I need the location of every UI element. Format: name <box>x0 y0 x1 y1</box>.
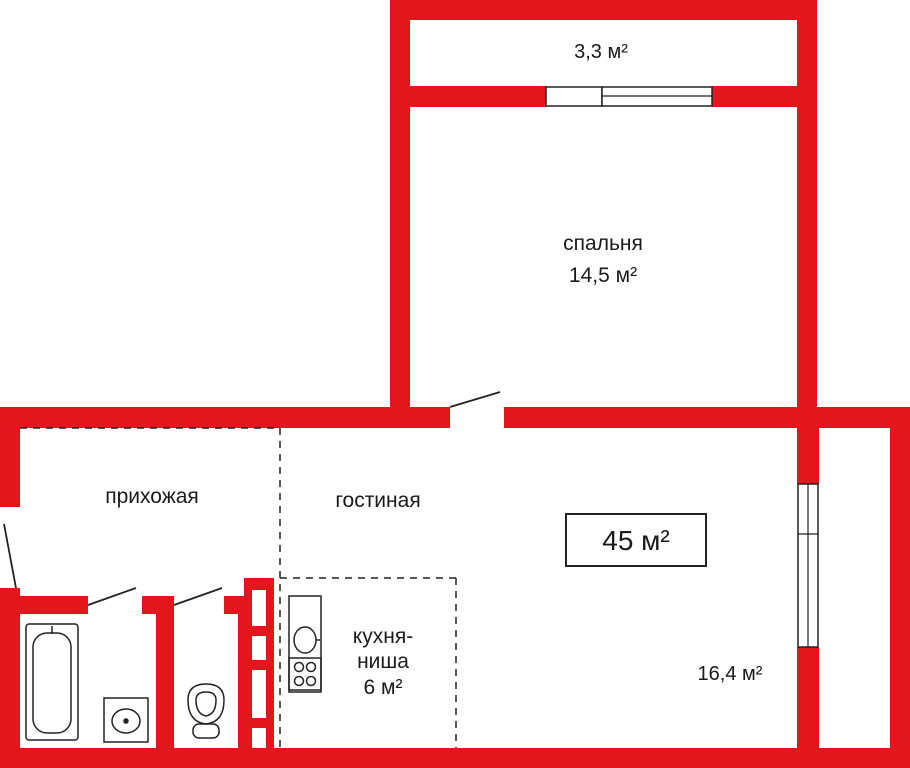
toilet-door-icon <box>173 587 223 606</box>
bedroom-area-label: 14,5 м² <box>569 264 637 287</box>
stove-burner <box>305 661 317 673</box>
bathroom-partition <box>156 596 174 768</box>
kitchen-pier-5 <box>244 660 274 670</box>
bathroom-top-wall <box>0 596 88 614</box>
toilet-bowl-inner <box>195 691 217 717</box>
total-area-box <box>565 513 707 567</box>
living-window-pier-bottom <box>797 647 819 768</box>
living-window <box>797 483 819 648</box>
total-area-label: 45 м² <box>602 525 670 556</box>
sink-icon <box>103 697 149 743</box>
left-wall-lower <box>0 588 20 768</box>
stove-burner <box>305 675 317 687</box>
bathtub-outer <box>25 623 79 741</box>
balcony-right-wall <box>797 0 817 108</box>
balcony-door-window <box>545 86 713 107</box>
kitchen-counter <box>288 595 322 693</box>
bathtub-inner <box>32 632 72 734</box>
balcony-area-label: 3,3 м² <box>574 41 628 63</box>
stove-icon <box>288 657 322 691</box>
entrance-door-icon <box>3 523 17 589</box>
bedroom-left-wall <box>390 86 410 428</box>
bottom-wall <box>0 748 910 768</box>
kitchen-sink-bowl <box>293 626 317 654</box>
toilet-icon <box>187 683 225 739</box>
stove-burner <box>293 675 305 687</box>
bedroom-name-label: спальня <box>563 232 643 255</box>
stove-burner <box>293 661 305 673</box>
sink-drain <box>123 718 129 724</box>
balcony-door <box>545 86 603 107</box>
kitchen-area-label: 6 м² <box>364 676 403 699</box>
kitchen-name-line2: ниша <box>357 650 409 673</box>
balcony-wall-left-segment <box>390 86 546 107</box>
balcony-wall-right-segment <box>712 86 817 107</box>
living-window-pier-top <box>797 428 819 484</box>
kitchen-counter-top <box>288 595 322 693</box>
bathtub-icon <box>25 623 79 741</box>
hallway-name-label: прихожая <box>105 485 199 508</box>
living-area-label: 16,4 м² <box>698 663 763 685</box>
doors <box>3 391 501 606</box>
stove-body <box>288 657 322 691</box>
kitchen-name-line1: кухня- <box>353 625 413 648</box>
bathroom-door-icon <box>87 587 137 606</box>
zone-separators <box>20 427 457 748</box>
left-wall-upper <box>0 407 20 507</box>
balcony-top-wall <box>390 0 817 20</box>
kitchen-pier-4 <box>244 626 274 636</box>
living-name-label: гостиная <box>335 489 420 512</box>
bedroom-right-wall <box>797 86 817 428</box>
kitchen-pier-2 <box>244 578 252 768</box>
kitchen-pier-3 <box>266 578 274 768</box>
balcony-left-wall <box>390 0 410 108</box>
right-outer-wall <box>890 407 910 768</box>
main-wall-left-segment <box>0 407 450 428</box>
kitchen-sink-icon <box>293 626 320 654</box>
sink-counter <box>103 697 149 743</box>
toilet-bowl-outer <box>187 683 225 725</box>
main-wall-right-segment <box>504 407 910 428</box>
toilet-tank <box>192 723 220 739</box>
bedroom-door-icon <box>449 391 501 408</box>
sink-bowl <box>111 708 141 734</box>
kitchen-pier-6 <box>244 718 274 728</box>
